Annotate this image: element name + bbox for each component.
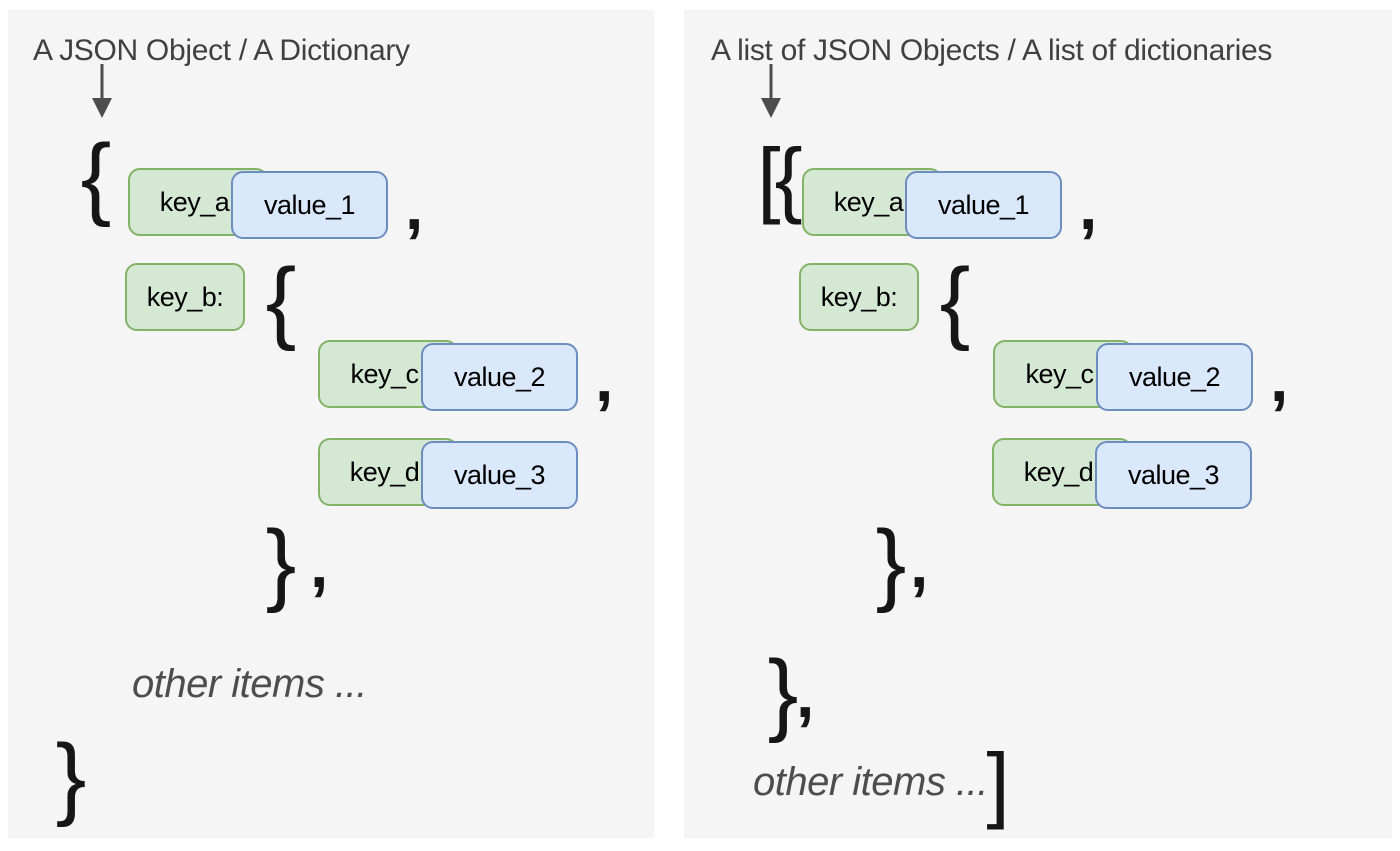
key-label: key_b:: [820, 281, 898, 312]
kv-row-key-d: key_d: value_3: [992, 438, 1332, 516]
kv-row-key-b: key_b: {: [125, 251, 465, 351]
key-box: key_b:: [799, 263, 919, 331]
down-arrow-icon: [92, 64, 112, 118]
nested-open-brace-symbol: {: [265, 250, 297, 352]
value-box: value_2: [421, 343, 578, 411]
panel-title: A list of JSON Objects / A list of dicti…: [711, 34, 1273, 67]
open-brace-symbol: {: [80, 126, 112, 228]
key-label: key_c:: [350, 358, 426, 389]
key-box: key_b:: [125, 263, 245, 331]
nested-close-brace-symbol: }: [265, 512, 297, 614]
comma-symbol: ,: [405, 169, 424, 243]
open-bracket-brace-symbol: [{: [757, 131, 802, 225]
comma-symbol: ,: [310, 527, 329, 601]
value-box: value_1: [231, 171, 388, 239]
kv-row-key-d: key_d: value_3: [318, 438, 658, 516]
comma-symbol: ,: [1270, 341, 1289, 415]
nested-close-brace-symbol: }: [875, 512, 907, 614]
nested-open-brace-symbol: {: [939, 250, 971, 352]
comma-symbol: ,: [1079, 169, 1098, 243]
comma-symbol: ,: [910, 527, 929, 601]
panel-json-object: A JSON Object / A Dictionary { key_a: va…: [8, 10, 654, 838]
panel-title: A JSON Object / A Dictionary: [33, 34, 410, 67]
kv-row-key-a: key_a: value_1 ,: [128, 168, 468, 246]
other-items-label: other items ...: [753, 760, 988, 804]
value-label: value_3: [1127, 459, 1220, 490]
value-box: value_2: [1096, 343, 1253, 411]
close-brace-symbol: }: [55, 726, 87, 828]
value-label: value_1: [937, 189, 1030, 220]
value-box: value_3: [1095, 441, 1252, 509]
kv-row-key-c: key_c: value_2 ,: [993, 340, 1333, 418]
value-box: value_1: [905, 171, 1062, 239]
comma-symbol: ,: [796, 657, 815, 731]
key-label: key_a:: [833, 186, 911, 217]
key-label: key_a:: [159, 186, 237, 217]
down-arrow-icon: [761, 64, 781, 118]
value-box: value_3: [421, 441, 578, 509]
key-label: key_d:: [349, 456, 427, 487]
panel-json-list: A list of JSON Objects / A list of dicti…: [684, 10, 1392, 838]
key-label: key_c:: [1025, 358, 1101, 389]
value-label: value_3: [453, 459, 546, 490]
key-label: key_b:: [146, 281, 224, 312]
kv-row-key-a: key_a: value_1 ,: [802, 168, 1142, 246]
close-bracket-symbol: ]: [986, 736, 1010, 830]
key-label: key_d:: [1023, 456, 1101, 487]
kv-row-key-b: key_b: {: [799, 251, 1139, 351]
value-label: value_1: [263, 189, 356, 220]
object-close-brace-symbol: }: [767, 642, 799, 744]
other-items-label: other items ...: [132, 662, 367, 706]
value-label: value_2: [1128, 361, 1221, 392]
kv-row-key-c: key_c: value_2 ,: [318, 340, 658, 418]
value-label: value_2: [453, 361, 546, 392]
comma-symbol: ,: [595, 341, 614, 415]
